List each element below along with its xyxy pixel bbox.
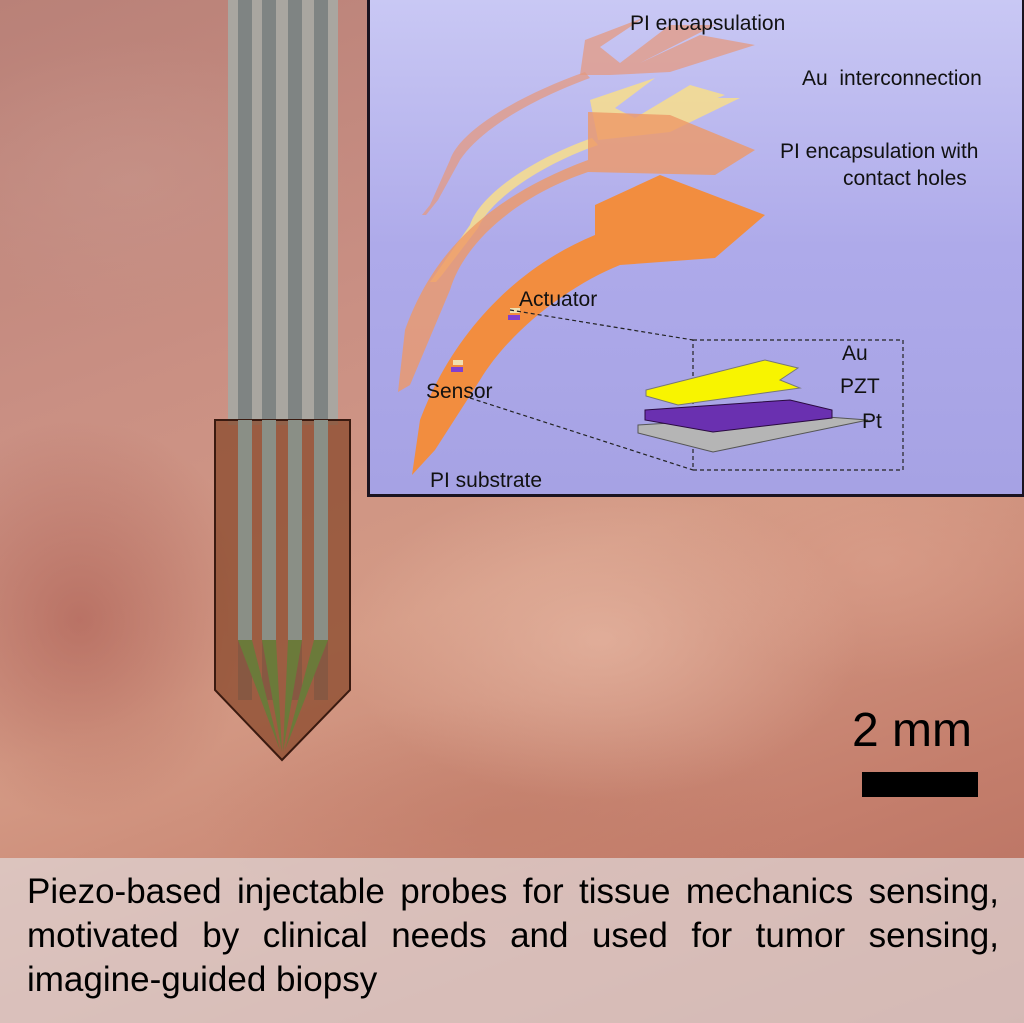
device-layer-diagram: PI encapsulation Au interconnection PI e… [367, 0, 1024, 497]
caption-text: Piezo-based injectable probes for tissue… [27, 872, 999, 999]
label-pi-substrate: PI substrate [430, 469, 543, 492]
label-pi-encapsulation-holes-2: contact holes [843, 167, 967, 190]
label-pt: Pt [862, 410, 882, 433]
zoom-box [692, 339, 904, 471]
scale-bar [862, 772, 978, 797]
sensor-element [451, 360, 463, 372]
label-actuator: Actuator [519, 288, 598, 311]
probe-tip-traces [238, 420, 328, 640]
pi-encapsulation-holes-layer [398, 112, 755, 392]
label-au: Au [842, 342, 868, 365]
label-pzt: PZT [840, 375, 880, 398]
scale-bar-label: 2 mm [852, 704, 972, 757]
au-layer [645, 359, 802, 406]
label-pi-encapsulation-holes-1: PI encapsulation with [780, 140, 979, 163]
probe-tip-electrodes [238, 640, 328, 752]
label-au-interconnection: Au interconnection [802, 67, 982, 90]
label-pi-encapsulation: PI encapsulation [630, 12, 786, 35]
pi-substrate-layer [412, 175, 765, 475]
caption-band: Piezo-based injectable probes for tissue… [0, 858, 1024, 1023]
layer-stack-detail [637, 359, 869, 453]
label-sensor: Sensor [426, 380, 493, 403]
zoom-callout-lines [469, 309, 904, 471]
actuator-element [508, 308, 520, 320]
probe-tip [214, 419, 351, 762]
pzt-layer [644, 399, 833, 433]
pi-encapsulation-layer [422, 17, 755, 215]
